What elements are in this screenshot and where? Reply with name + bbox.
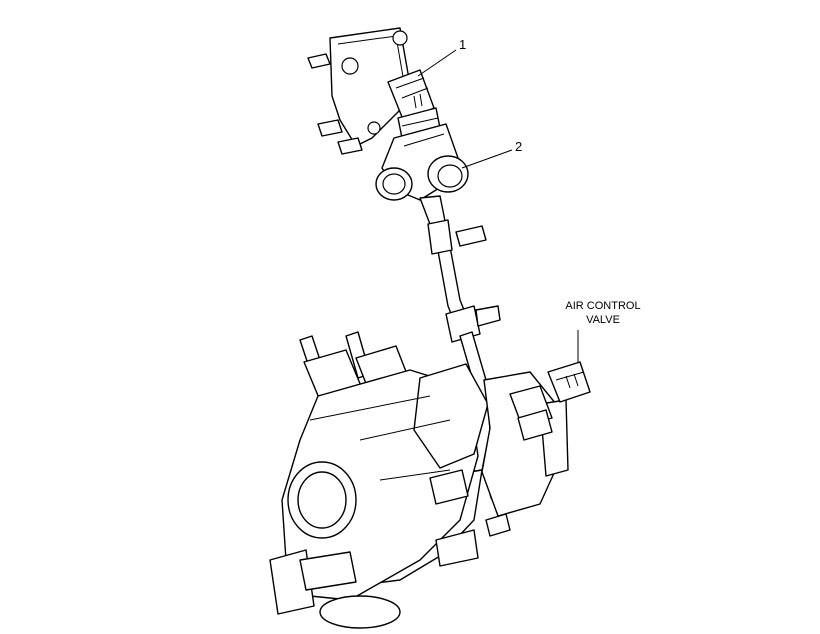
air-control-valve-label-line1: AIR CONTROL xyxy=(565,300,641,312)
callout-1-label: 1 xyxy=(459,37,467,52)
leader-line-1 xyxy=(417,49,457,77)
air-control-valve-label: AIR CONTROL VALVE xyxy=(544,299,662,327)
air-control-valve-label-line2: VALVE xyxy=(586,314,620,326)
mounting-bracket xyxy=(307,27,413,155)
callout-2-label: 2 xyxy=(515,139,523,154)
air-control-valve xyxy=(481,361,591,517)
pump-housing xyxy=(269,331,515,629)
tee-fitting xyxy=(375,123,469,201)
leader-line-2 xyxy=(461,149,513,169)
